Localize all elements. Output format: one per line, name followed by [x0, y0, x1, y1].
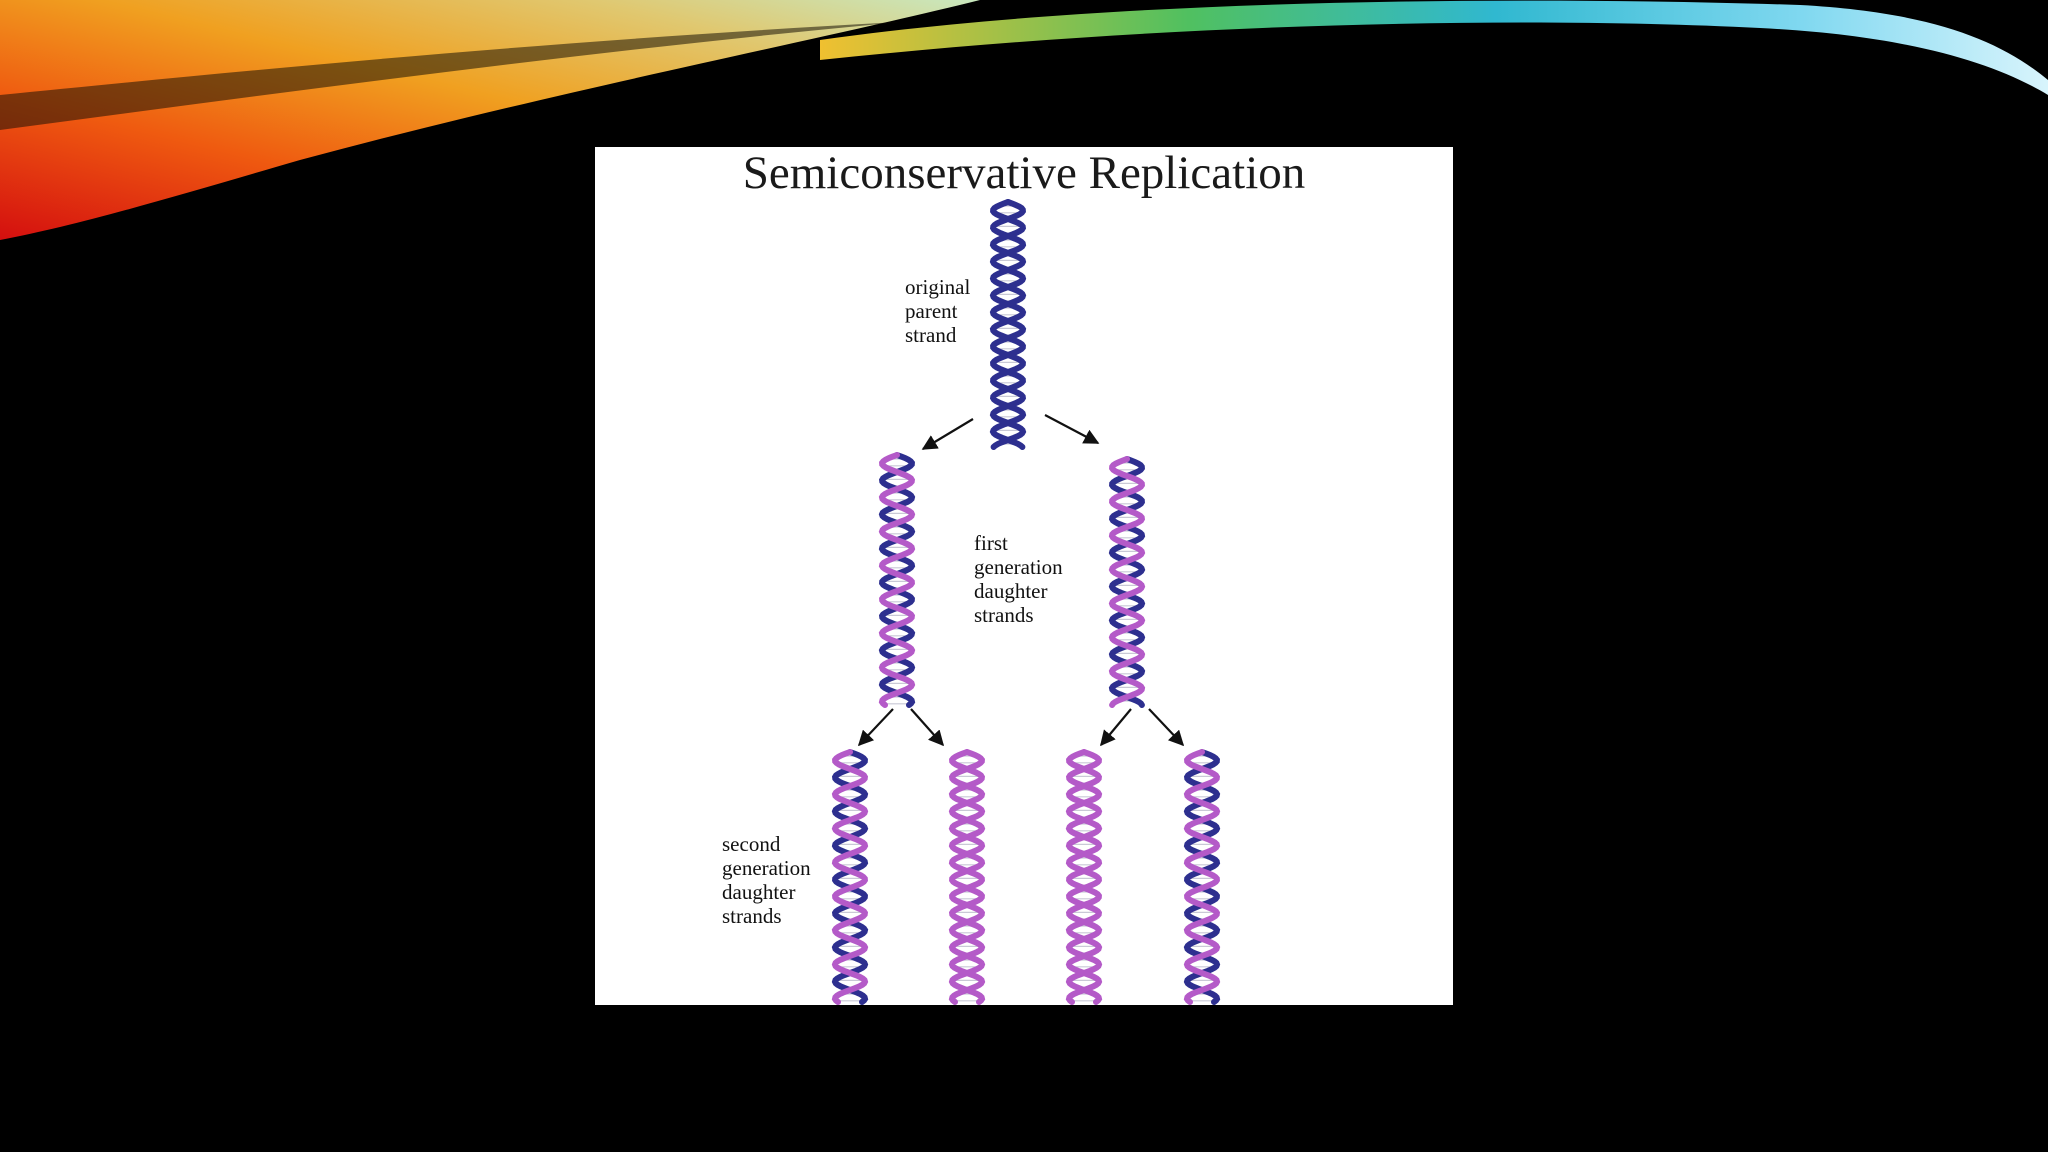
label-second-generation: second generation daughter strands — [722, 832, 811, 928]
swoosh-cool-band — [820, 0, 2048, 96]
dna-helix-original-1 — [989, 199, 1027, 450]
replication-diagram — [831, 199, 1221, 1005]
new-strand — [1183, 749, 1221, 1005]
parent-strand — [989, 199, 1027, 450]
figure-title: Semiconservative Replication — [742, 147, 1306, 199]
new-strand — [1065, 749, 1103, 1005]
dna-helix-second-7 — [1183, 749, 1221, 1005]
new-strand — [948, 749, 986, 1005]
replication-arrow-6 — [1148, 708, 1185, 747]
replication-arrow-5 — [1100, 708, 1132, 747]
new-strand — [948, 749, 986, 1005]
parent-strand — [831, 749, 869, 1005]
new-strand — [1108, 456, 1146, 708]
new-strand — [878, 452, 916, 708]
replication-figure: Semiconservative Replication original pa… — [595, 147, 1453, 1005]
parent-strand — [1183, 749, 1221, 1005]
dna-helix-first-2 — [878, 452, 916, 708]
dna-helix-second-4 — [831, 749, 869, 1005]
dna-helix-second-6 — [1065, 749, 1103, 1005]
replication-arrow-2 — [1044, 414, 1100, 444]
replication-arrow-1 — [921, 418, 974, 450]
replication-arrow-4 — [910, 708, 945, 747]
new-strand — [831, 749, 869, 1005]
parent-strand — [878, 452, 916, 708]
label-original-parent-strand: original parent strand — [905, 275, 971, 347]
dna-helix-first-3 — [1108, 456, 1146, 708]
rainbow-swoosh-decoration — [0, 0, 2048, 240]
replication-arrow-3 — [857, 708, 894, 747]
swoosh-warm-band — [0, 0, 980, 240]
dna-helix-second-5 — [948, 749, 986, 1005]
label-first-generation: first generation daughter strands — [974, 531, 1063, 627]
new-strand — [1065, 749, 1103, 1005]
